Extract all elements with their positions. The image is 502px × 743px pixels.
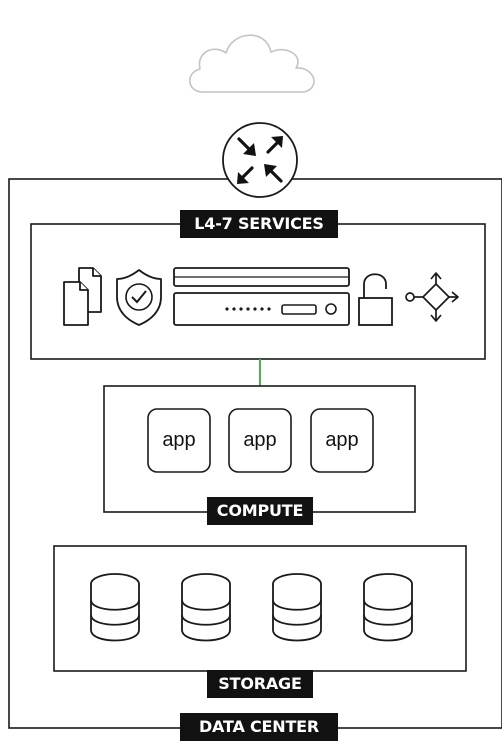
router-arrows-icon bbox=[222, 122, 298, 198]
load-balancer-arrows-icon bbox=[405, 272, 459, 322]
database-icon bbox=[363, 573, 413, 642]
app-card-2 bbox=[228, 408, 292, 473]
app-card-3 bbox=[310, 408, 374, 473]
app-label: app bbox=[162, 429, 196, 451]
shield-check-icon bbox=[116, 269, 162, 326]
app-label: app bbox=[243, 429, 277, 451]
services-label: L4-7 SERVICES bbox=[180, 210, 338, 238]
database-icon bbox=[90, 573, 140, 642]
storage-label: STORAGE bbox=[207, 670, 313, 698]
compute-label: COMPUTE bbox=[207, 497, 313, 525]
cloud-icon bbox=[189, 34, 315, 93]
documents-icon bbox=[63, 267, 102, 326]
app-card-1 bbox=[147, 408, 211, 473]
datacenter-label: DATA CENTER bbox=[180, 713, 338, 741]
app-label: app bbox=[325, 429, 359, 451]
database-icon bbox=[272, 573, 322, 642]
unlocked-padlock-icon bbox=[358, 273, 393, 326]
database-icon bbox=[181, 573, 231, 642]
server-appliance-icon bbox=[173, 267, 350, 326]
